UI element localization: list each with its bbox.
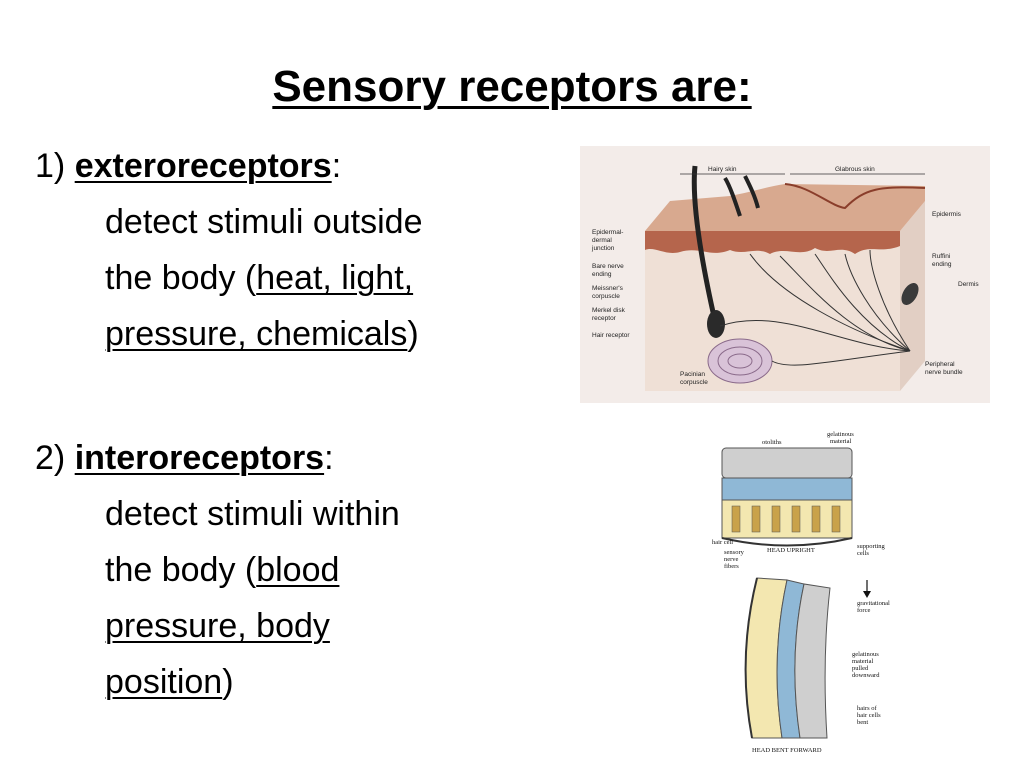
item-colon: : <box>324 439 334 477</box>
examples-text: blood <box>256 551 340 589</box>
pacinian-layer <box>727 353 753 369</box>
label-pulled: pulled <box>852 665 869 672</box>
label-dermis: Dermis <box>958 281 979 288</box>
desc-line: the body (blood <box>105 542 555 598</box>
item-heading: 2) interoreceptors: <box>35 430 555 486</box>
hair-follicle <box>707 310 725 338</box>
label-pulled: gelatinous <box>852 651 879 658</box>
label-hairs-bent: hairs of <box>857 705 878 712</box>
examples-text: heat, light, <box>256 259 414 297</box>
epidermis-layer <box>645 231 900 254</box>
desc-line: detect stimuli within <box>105 495 400 533</box>
label-meissner: Meissner's <box>592 285 624 292</box>
label-otoliths: otoliths <box>762 439 782 446</box>
label-bare-nerve: Bare nerve <box>592 263 624 270</box>
otolith-diagram: gelatinous material otoliths hair cell s… <box>712 431 890 754</box>
item-colon: : <box>331 147 342 185</box>
label-pacinian: Pacinian <box>680 371 705 378</box>
item-description: detect stimuli outside the body (heat, l… <box>35 194 555 362</box>
label-gravitational: gravitational <box>857 600 890 607</box>
label-ruffini: ending <box>932 261 952 268</box>
label-epidermis: Epidermis <box>932 211 962 218</box>
label-pulled: material <box>852 658 873 665</box>
label-merkel: receptor <box>592 315 617 322</box>
base-membrane <box>721 537 853 547</box>
skin-receptors-figure: Hairy skin Glabrous skin Epidermal- derm… <box>580 146 990 403</box>
epidermis-top <box>645 184 925 231</box>
label-hairy-skin: Hairy skin <box>708 166 737 173</box>
desc-line: pressure, body <box>105 598 555 654</box>
label-sensory: fibers <box>724 563 739 570</box>
desc-line: pressure, chemicals) <box>105 306 555 362</box>
label-supporting: supporting <box>857 543 886 550</box>
desc-line: detect stimuli outside <box>105 203 423 241</box>
interoreceptors-item: 2) interoreceptors: detect stimuli withi… <box>35 430 555 710</box>
hair-shaft <box>723 176 742 217</box>
label-peripheral: Peripheral <box>925 361 955 368</box>
exteroreceptors-item: 1) exteroreceptors: detect stimuli outsi… <box>35 138 555 362</box>
label-meissner: corpuscle <box>592 293 620 300</box>
item-number: 2) <box>35 439 66 477</box>
desc-prefix: the body ( <box>105 259 257 297</box>
label-hair-receptor: Hair receptor <box>592 332 630 339</box>
examples-text: position <box>105 663 223 701</box>
item-term: exteroreceptors <box>74 147 332 185</box>
item-number: 1) <box>35 147 66 185</box>
base-membrane <box>744 577 758 739</box>
label-pulled: downward <box>852 672 880 679</box>
gelatinous-layer <box>721 477 853 501</box>
label-glabrous-skin: Glabrous skin <box>835 166 875 173</box>
glabrous-ridges <box>784 183 926 210</box>
label-bare-nerve: ending <box>592 271 612 278</box>
label-gelatinous: material <box>830 438 851 445</box>
ruffini-ending <box>901 283 919 305</box>
nerve-fibers <box>719 249 911 366</box>
label-epidermal: dermal <box>592 237 612 244</box>
close-paren: ) <box>222 663 234 701</box>
examples-text: pressure, body <box>105 607 330 645</box>
label-merkel: Merkel disk <box>592 307 626 314</box>
otoliths-layer <box>794 583 831 739</box>
gravity-arrow-head <box>863 591 871 598</box>
desc-prefix: the body ( <box>105 551 257 589</box>
otoliths-layer <box>721 447 853 479</box>
label-sensory: nerve <box>724 556 739 563</box>
label-hairs-bent: bent <box>857 719 868 726</box>
label-hair-cell: hair cell <box>712 539 733 546</box>
label-head-bent: HEAD BENT FORWARD <box>752 747 822 754</box>
label-ruffini: Ruffini <box>932 253 950 260</box>
skin-diagram: Hairy skin Glabrous skin Epidermal- derm… <box>591 165 979 391</box>
label-gravitational: force <box>857 607 870 614</box>
label-epidermal: junction <box>591 245 615 252</box>
label-supporting: cells <box>857 550 869 557</box>
examples-text: pressure, chemicals <box>105 315 408 353</box>
desc-line: the body (heat, light, <box>105 250 555 306</box>
dermis-block <box>645 231 900 391</box>
label-pacinian: corpuscle <box>680 379 708 386</box>
hair-shaft <box>691 165 718 322</box>
otolith-figure: gelatinous material otoliths hair cell s… <box>712 428 912 758</box>
label-head-upright: HEAD UPRIGHT <box>767 547 815 554</box>
label-gelatinous: gelatinous <box>827 431 854 438</box>
hair-shaft <box>743 175 760 209</box>
label-hairs-bent: hair cells <box>857 712 881 719</box>
label-peripheral: nerve bundle <box>925 369 963 376</box>
desc-line: position) <box>105 654 555 710</box>
label-epidermal: Epidermal- <box>592 229 623 236</box>
item-term: interoreceptors <box>74 439 325 477</box>
slide-title: Sensory receptors are: <box>272 62 752 111</box>
pacinian-layer <box>717 346 763 376</box>
close-paren: ) <box>407 315 419 353</box>
hair-cells <box>731 505 841 533</box>
item-description: detect stimuli within the body (blood pr… <box>35 486 555 710</box>
label-sensory: sensory <box>724 549 745 556</box>
hair-cell-layer <box>721 499 853 539</box>
item-heading: 1) exteroreceptors: <box>35 138 555 194</box>
